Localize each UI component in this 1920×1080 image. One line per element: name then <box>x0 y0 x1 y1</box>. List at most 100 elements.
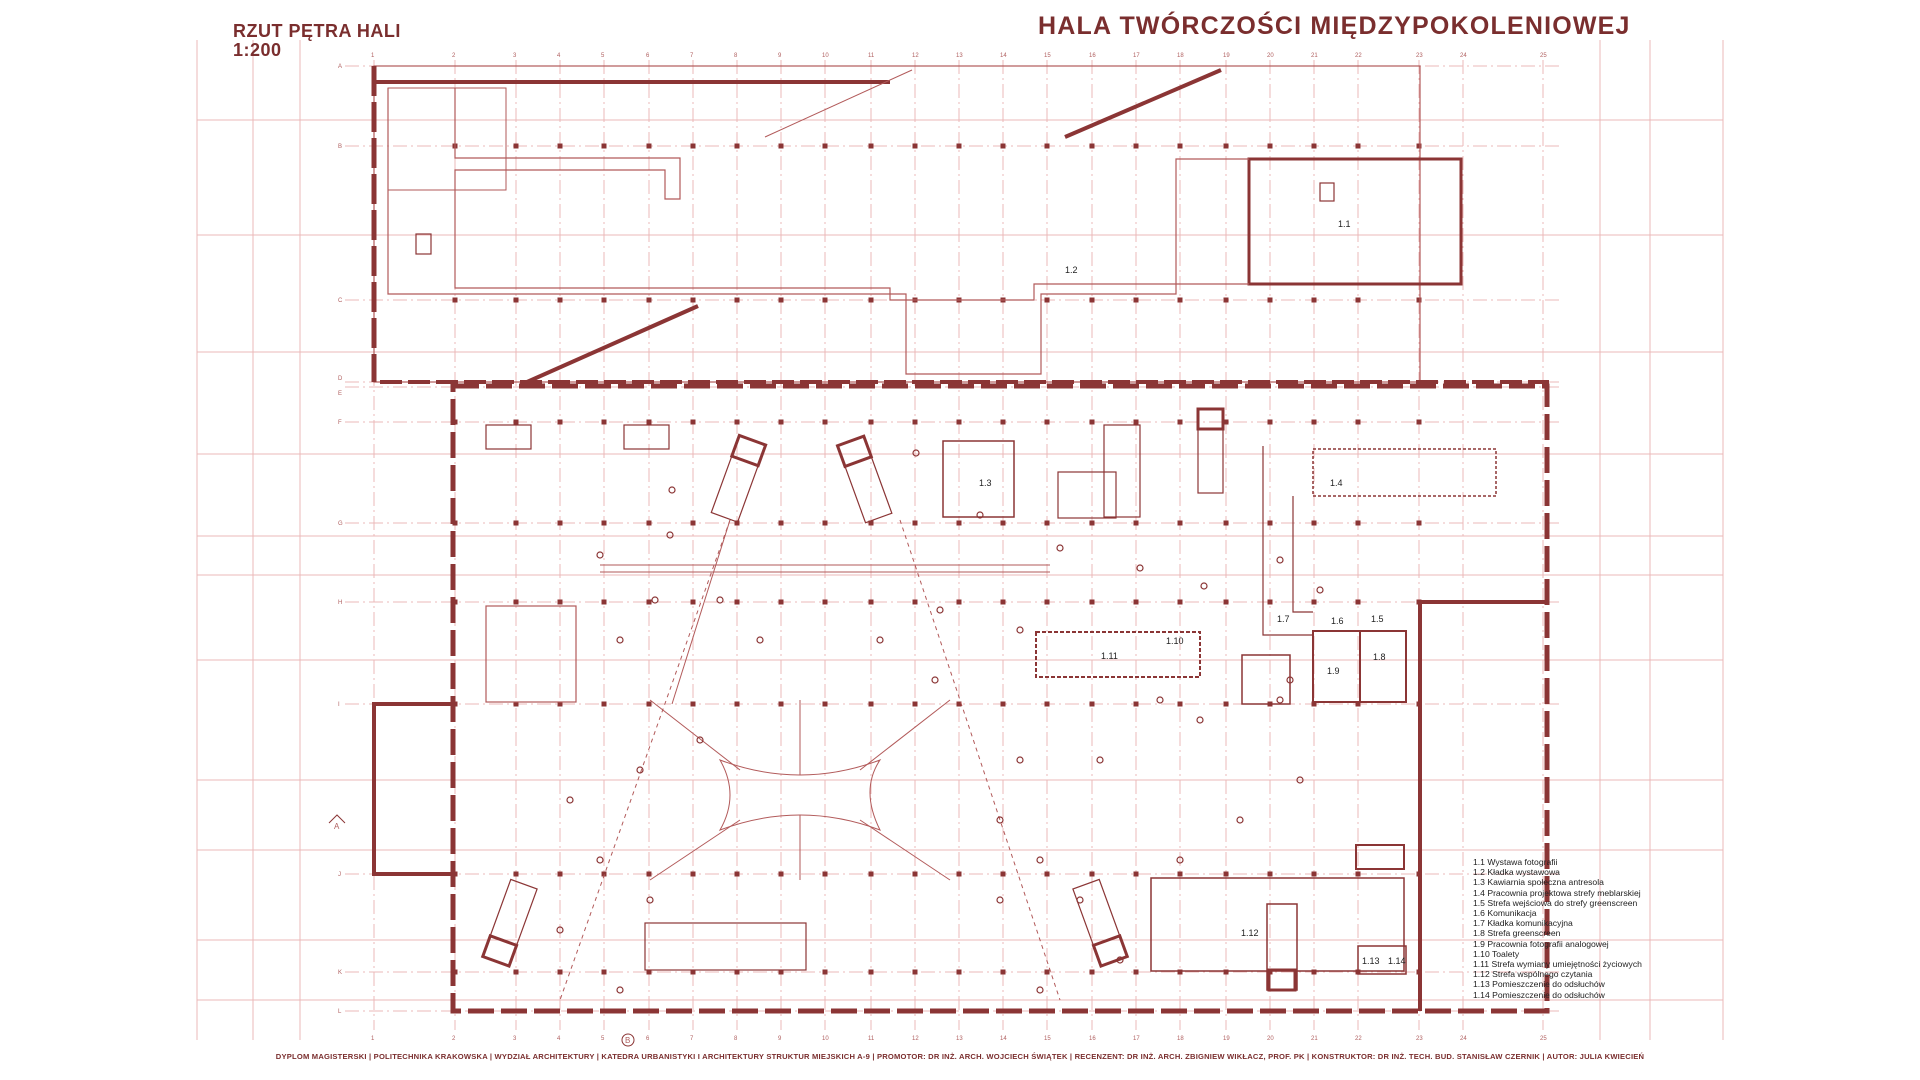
round-column <box>1136 564 1144 572</box>
round-column <box>668 486 676 494</box>
structural-column <box>868 701 874 707</box>
legend-item: 1.5 Strefa wejściowa do strefy greenscre… <box>1473 897 1638 908</box>
structural-column <box>1267 143 1273 149</box>
round-column <box>1286 676 1294 684</box>
structural-column <box>1089 969 1095 975</box>
room-label-1-13: 1.13 <box>1362 956 1380 966</box>
section-marker-b: B <box>621 1033 635 1047</box>
round-column <box>1096 756 1104 764</box>
stair-nw <box>710 433 768 523</box>
round-column <box>666 531 674 539</box>
structural-column <box>1416 297 1422 303</box>
structural-column <box>1223 969 1229 975</box>
structural-column <box>1000 599 1006 605</box>
structural-column <box>1089 701 1095 707</box>
structural-column <box>601 520 607 526</box>
grid-column-label: 20 <box>1267 1036 1274 1042</box>
structural-column <box>822 701 828 707</box>
round-column <box>876 636 884 644</box>
round-column <box>596 856 604 864</box>
round-column <box>1176 856 1184 864</box>
structural-column <box>778 969 784 975</box>
structural-column <box>734 297 740 303</box>
round-column <box>936 606 944 614</box>
structural-column <box>1000 701 1006 707</box>
round-column <box>1296 776 1304 784</box>
structural-column <box>778 143 784 149</box>
structural-column <box>1133 297 1139 303</box>
plan-title-block: RZUT PĘTRA HALI 1:200 <box>233 22 401 60</box>
room-label-1-10: 1.10 <box>1166 636 1184 646</box>
elevator-1-1 <box>1319 182 1335 202</box>
grid-column-label: 17 <box>1133 1036 1140 1042</box>
structural-column <box>1223 143 1229 149</box>
legend-item: 1.1 Wystawa fotografii <box>1473 857 1558 867</box>
structural-column <box>1177 419 1183 425</box>
desk-1-12 <box>1355 844 1405 870</box>
grid-column-label: 18 <box>1177 53 1184 59</box>
room-label-1-1: 1.1 <box>1338 219 1351 229</box>
upper-stand <box>387 87 507 191</box>
structural-column <box>1311 143 1317 149</box>
svg-text:B: B <box>625 1036 630 1045</box>
structural-column <box>557 599 563 605</box>
structural-column <box>778 599 784 605</box>
lower-diagonal-wall <box>526 304 699 384</box>
structural-column <box>868 520 874 526</box>
grid-column-label: 14 <box>1000 1036 1007 1042</box>
structural-column <box>1133 871 1139 877</box>
structural-column <box>734 871 740 877</box>
structural-column <box>646 599 652 605</box>
cafe-kiosk <box>1057 471 1117 519</box>
grid-row-label: H <box>338 600 342 606</box>
grid-row-label: L <box>338 1009 342 1015</box>
structural-column <box>601 599 607 605</box>
structural-column <box>1000 143 1006 149</box>
structural-column <box>690 701 696 707</box>
legend-item: 1.2 Kładka wystawowa <box>1473 867 1560 878</box>
structural-column <box>778 701 784 707</box>
structural-column <box>1044 520 1050 526</box>
grid-column-label: 17 <box>1133 53 1140 59</box>
walkway-1-7-inner <box>1292 496 1313 613</box>
round-column <box>931 676 939 684</box>
structural-column <box>1133 143 1139 149</box>
structural-column <box>734 143 740 149</box>
structural-column <box>513 969 519 975</box>
structural-column <box>868 599 874 605</box>
structural-column <box>1044 297 1050 303</box>
structural-column <box>513 297 519 303</box>
stair-north <box>1197 428 1224 494</box>
structural-column <box>601 701 607 707</box>
stair-ne <box>835 434 893 524</box>
structural-column <box>557 297 563 303</box>
legend-item: 1.8 Strefa greenscreen <box>1473 928 1561 939</box>
room-label-1-7: 1.7 <box>1277 614 1290 624</box>
structural-column <box>557 969 563 975</box>
structural-column <box>1133 419 1139 425</box>
structural-column <box>1416 520 1422 526</box>
structural-column <box>912 701 918 707</box>
structural-column <box>1044 143 1050 149</box>
central-canopy <box>559 519 1061 1001</box>
structural-column <box>1177 297 1183 303</box>
round-column <box>1076 896 1084 904</box>
structural-column <box>1044 599 1050 605</box>
structural-column <box>1177 599 1183 605</box>
structural-column <box>1044 701 1050 707</box>
grid-column-label: 4 <box>557 1036 561 1042</box>
plan-title: RZUT PĘTRA HALI <box>233 21 401 41</box>
grid-column-label: 25 <box>1540 1036 1547 1042</box>
room-label-1-3: 1.3 <box>979 478 992 488</box>
structural-column <box>513 143 519 149</box>
round-column <box>1236 816 1244 824</box>
kiosk-annex <box>1103 424 1141 518</box>
elevator-upper <box>415 233 432 255</box>
structural-column <box>1267 419 1273 425</box>
structural-column <box>734 599 740 605</box>
svg-text:A: A <box>334 822 340 831</box>
round-column <box>1156 696 1164 704</box>
grid-column-label: 23 <box>1416 1036 1423 1042</box>
grid-row-label: I <box>338 702 340 708</box>
